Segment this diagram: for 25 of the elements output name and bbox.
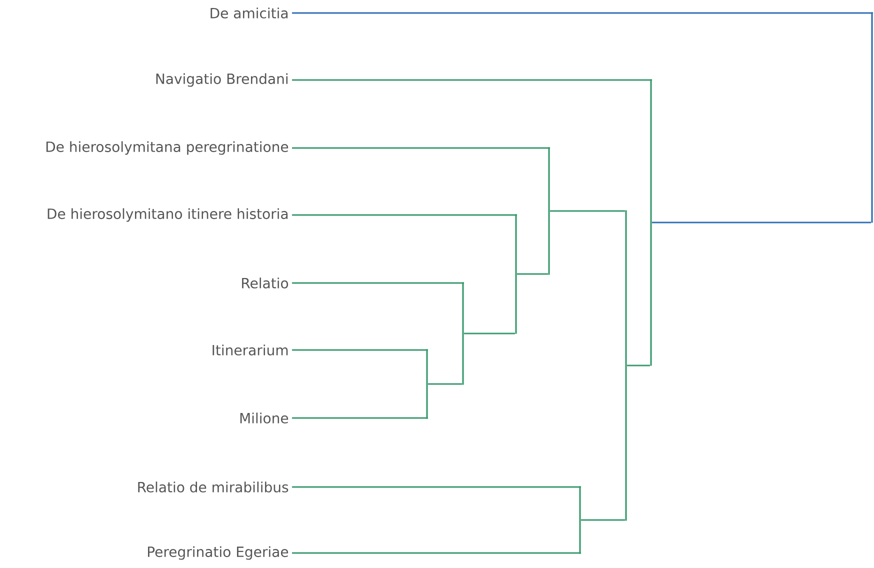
dendrogram-link [550,210,625,212]
dendrogram-link [292,214,517,216]
leaf-label: De hierosolymitana peregrinatione [46,141,288,155]
dendrogram-link [652,222,872,224]
leaf-label: De hierosolymitano itinere historia [48,208,288,222]
leaf-label: Peregrinatio Egeriae [148,546,288,560]
leaf-label: Itinerarium [212,344,288,356]
leaf-label: Navigatio Brendani [156,73,288,87]
dendrogram-link [517,273,548,275]
dendrogram-link [581,519,625,521]
dendrogram-link [292,349,428,351]
dendrogram-link [292,486,581,488]
dendrogram-link [292,552,581,554]
dendrogram-link [464,332,515,334]
leaf-label: De amicitia [210,8,288,18]
dendrogram-link [292,12,873,14]
dendrogram-link [627,364,650,366]
dendrogram-link [292,282,464,284]
leaf-label: Relatio de mirabilibus [138,482,288,492]
dendrogram-link [292,417,428,419]
leaf-label: Relatio [242,278,288,288]
dendrogram-link [428,383,462,385]
leaf-label: Milione [240,412,288,424]
dendrogram-link [292,79,652,81]
dendrogram-link [292,147,550,149]
